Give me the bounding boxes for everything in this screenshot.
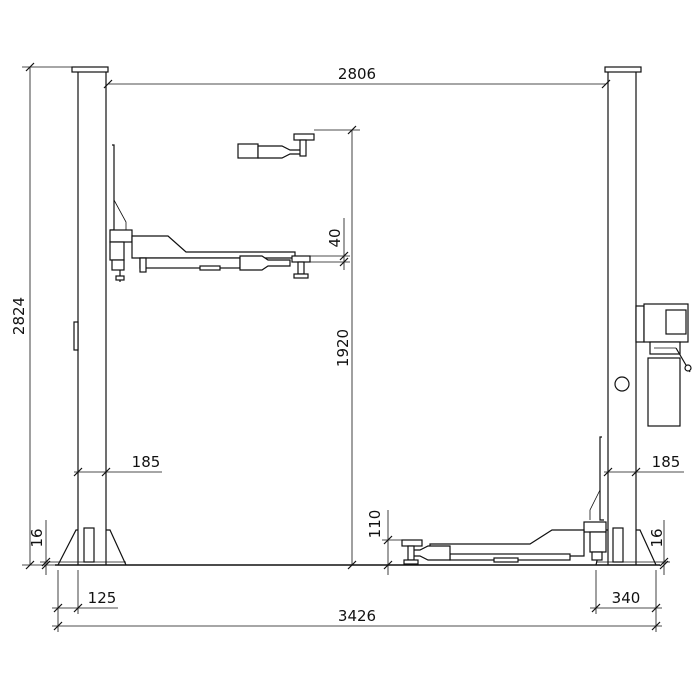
- dim-arm-pad-offset: 40: [310, 218, 350, 270]
- dim-min-pad-height: 110: [366, 510, 404, 575]
- dim-arm-pad-offset-label: 40: [326, 228, 344, 247]
- dim-right-base-extension: 340: [590, 570, 662, 614]
- arm-extension-detail: [237, 133, 315, 159]
- dim-base-plate-right: 16: [648, 520, 670, 575]
- dim-inner-clear-width-label: 2806: [338, 65, 376, 83]
- dim-left-base-extension-label: 125: [88, 589, 117, 607]
- lowered-arm: [401, 436, 607, 565]
- dim-overall-height-label: 2824: [10, 297, 28, 335]
- dim-left-column-width-label: 185: [132, 453, 161, 471]
- left-column-handle: [73, 321, 79, 351]
- dim-inner-clear-width: 2806: [103, 65, 611, 89]
- dim-base-plate-right-label: 16: [648, 528, 666, 547]
- dim-overall-height: 2824: [10, 62, 76, 570]
- dim-base-plate-left-label: 16: [28, 528, 46, 547]
- dim-overall-width: 3426: [52, 607, 662, 632]
- dim-right-base-extension-label: 340: [612, 589, 641, 607]
- dim-lift-height: 1920: [314, 125, 360, 570]
- dim-right-column-width-label: 185: [652, 453, 681, 471]
- dim-left-column-width: 185: [73, 453, 162, 477]
- hydraulic-power-unit: [635, 303, 692, 427]
- dim-left-base-extension: 125: [52, 570, 118, 614]
- dim-base-plate-left: 16: [28, 520, 58, 575]
- left-column: [57, 66, 127, 566]
- right-column-release-knob: [614, 376, 630, 392]
- dim-lift-height-label: 1920: [334, 329, 352, 367]
- dim-overall-width-label: 3426: [338, 607, 376, 625]
- raised-arm: [109, 144, 311, 282]
- dim-min-pad-height-label: 110: [366, 510, 384, 539]
- dim-right-column-width: 185: [603, 453, 684, 477]
